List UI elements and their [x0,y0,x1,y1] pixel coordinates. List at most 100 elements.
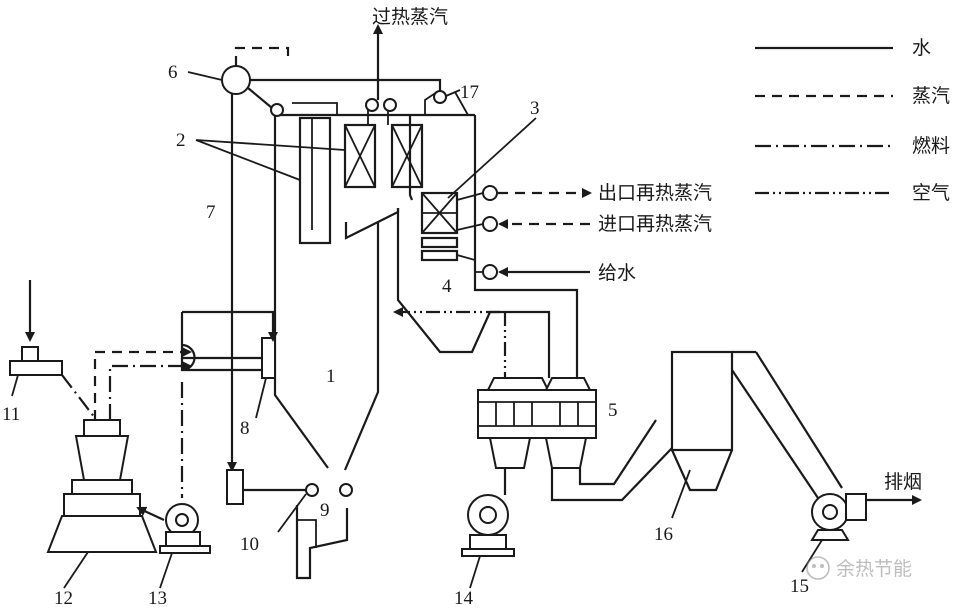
burner-box [261,337,276,379]
drum-water-line [250,78,442,92]
label-12: 12 [54,588,73,609]
label-10: 10 [240,534,259,555]
label-2: 2 [176,130,186,151]
reheater-3 [420,191,459,235]
aph-bottom-left [488,437,532,469]
valve-sh-1 [365,98,379,112]
aph-bottom-right [544,437,588,469]
leader-2a [195,139,301,181]
label-15: 15 [790,576,809,597]
valves [270,90,447,117]
label-9: 9 [320,500,330,521]
label-1: 1 [326,366,336,387]
label-3: 3 [530,98,540,119]
feeder-body [9,360,63,376]
superheater-panel-b [390,123,424,189]
drum-riser [247,87,273,109]
economizer-coil-2 [420,249,459,262]
fan13-outlet [136,506,165,521]
economizer-riser [424,91,438,115]
valve-outlet-reheat [482,185,498,201]
coal-bunker-11 [9,280,96,419]
forced-draft-fan-14 [461,468,515,589]
induced-draft-fan-15 [731,351,922,573]
esp-16 [670,350,756,519]
back-pass-divider [408,115,414,201]
coal-chute [61,374,96,419]
furnace-nose [344,208,400,240]
label-13: 13 [148,588,167,609]
coal-line-upper [93,347,192,420]
label-flue-gas-exhaust: 排烟 [884,471,922,493]
superheater-panel-a [343,123,377,189]
back-pass-left-wall [396,208,551,378]
igniter-box [226,469,244,505]
watermark-icon-eye-1 [812,564,816,568]
leader-8 [255,377,267,419]
label-superheated-steam: 过热蒸汽 [372,6,448,28]
back-pass-right-wall [473,115,579,378]
ash-hopper-inner [297,519,317,548]
fan13-base [159,545,211,554]
flue-upper [578,419,657,486]
reheat-connections [456,185,592,280]
mill-top [83,419,121,437]
id-duct-1 [731,369,819,499]
label-4: 4 [442,276,452,297]
superheater-panel-b-cross [391,124,423,188]
leader-3 [447,117,537,199]
fan15-hub [822,504,838,520]
aph-top-right [544,377,592,391]
feeder-top [21,346,39,362]
esp-body [670,350,734,452]
air-preheater-5 [477,312,597,469]
furnace-right-wall [343,222,380,471]
label-11: 11 [2,404,20,425]
reheat-out-link [456,192,484,201]
top-header [292,102,338,115]
leader-10 [277,493,307,533]
aph-top-left [486,377,550,391]
flue-lower [550,447,673,502]
furnace-left-wall [273,115,329,469]
label-outlet-reheat-steam: 出口再热蒸汽 [598,182,712,204]
valve-17 [433,90,447,104]
label-inlet-reheat-steam: 进口再热蒸汽 [598,213,712,235]
label-6: 6 [168,62,178,83]
fan15-base [810,529,850,541]
label-17: 17 [460,82,479,103]
fan14-motor [469,534,507,550]
legend-label-water: 水 [912,37,931,59]
esp-leader [671,469,691,519]
coal-mill-12 [46,419,158,589]
feedwater-link [456,254,483,273]
valve-riser [270,103,284,117]
valve-sh-2 [383,98,397,112]
leader-2b [195,139,346,151]
fuel-lines [93,347,192,498]
drum-and-downcomer [187,46,442,472]
watermark-icon-eye-2 [820,564,824,568]
fan14-hub [479,506,497,524]
valve-9 [339,483,353,497]
id-duct-2 [755,351,843,489]
coal-line-lower [108,361,192,420]
reheater-cross [421,192,458,234]
valve-feedwater [482,264,498,280]
ash-hopper [295,505,349,580]
legend-label-air: 空气 [912,182,950,204]
fan13-motor [165,531,201,547]
fan14-leader [469,555,481,589]
watermark-text: 余热节能 [836,558,912,580]
watermark-icon [806,556,830,580]
valve-inlet-reheat [482,216,498,232]
esp-hopper [670,449,734,492]
economizer-4 [420,236,459,262]
legend-label-steam: 蒸汽 [912,85,950,107]
label-5: 5 [608,400,618,421]
drum-leader [187,71,223,81]
mill-ring [71,479,133,495]
label-7: 7 [206,202,216,223]
